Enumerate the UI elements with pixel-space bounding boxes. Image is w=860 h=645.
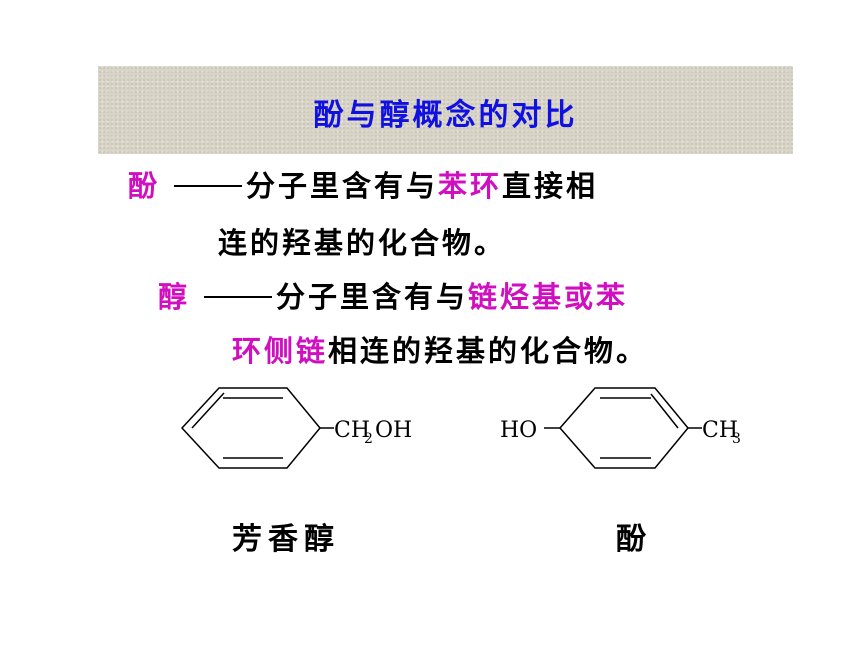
alcohol-text-2: 相连的羟基的化合物。 — [328, 334, 649, 368]
subscript-2: 2 — [364, 431, 373, 447]
subscript-3: 3 — [732, 431, 741, 447]
cresol-groups: HO CH 3 — [500, 418, 741, 447]
phenol-definition-line2: 连的羟基的化合物。 — [218, 226, 507, 260]
title-bar: 酚与醇概念的对比 — [98, 66, 793, 154]
phenol-term: 酚 — [128, 169, 161, 203]
em-dash — [174, 185, 243, 187]
ho-text: HO — [500, 418, 537, 443]
alcohol-term: 醇 — [158, 280, 191, 314]
alcohol-definition-line1: 醇 分子里含有与链烃基或苯 — [158, 274, 628, 316]
benzene-ring-left — [180, 387, 334, 469]
phenol-text-2: 直接相 — [502, 169, 599, 203]
label-aromatic-alcohol: 芳香醇 — [232, 522, 340, 557]
alcohol-highlight-side-chain: 环侧链 — [232, 334, 329, 368]
em-dash — [204, 296, 273, 298]
ch-text-right: CH — [702, 418, 738, 443]
phenol-highlight-benzene-ring: 苯环 — [438, 169, 503, 203]
ch-text: CH — [334, 418, 370, 443]
phenol-text-1: 分子里含有与 — [246, 169, 439, 203]
alcohol-text-1: 分子里含有与 — [276, 280, 469, 314]
benzene-ring-right — [544, 387, 702, 469]
oh-text: OH — [375, 418, 412, 443]
ch2oh-group: CH 2 OH — [334, 418, 412, 447]
phenol-definition-line1: 酚 分子里含有与苯环直接相 — [128, 163, 598, 205]
alcohol-highlight-chain: 链烃基或苯 — [468, 280, 629, 314]
alcohol-definition-line2: 环侧链相连的羟基的化合物。 — [232, 328, 648, 370]
label-phenol: 酚 — [616, 522, 652, 557]
slide-title: 酚与醇概念的对比 — [313, 98, 578, 133]
